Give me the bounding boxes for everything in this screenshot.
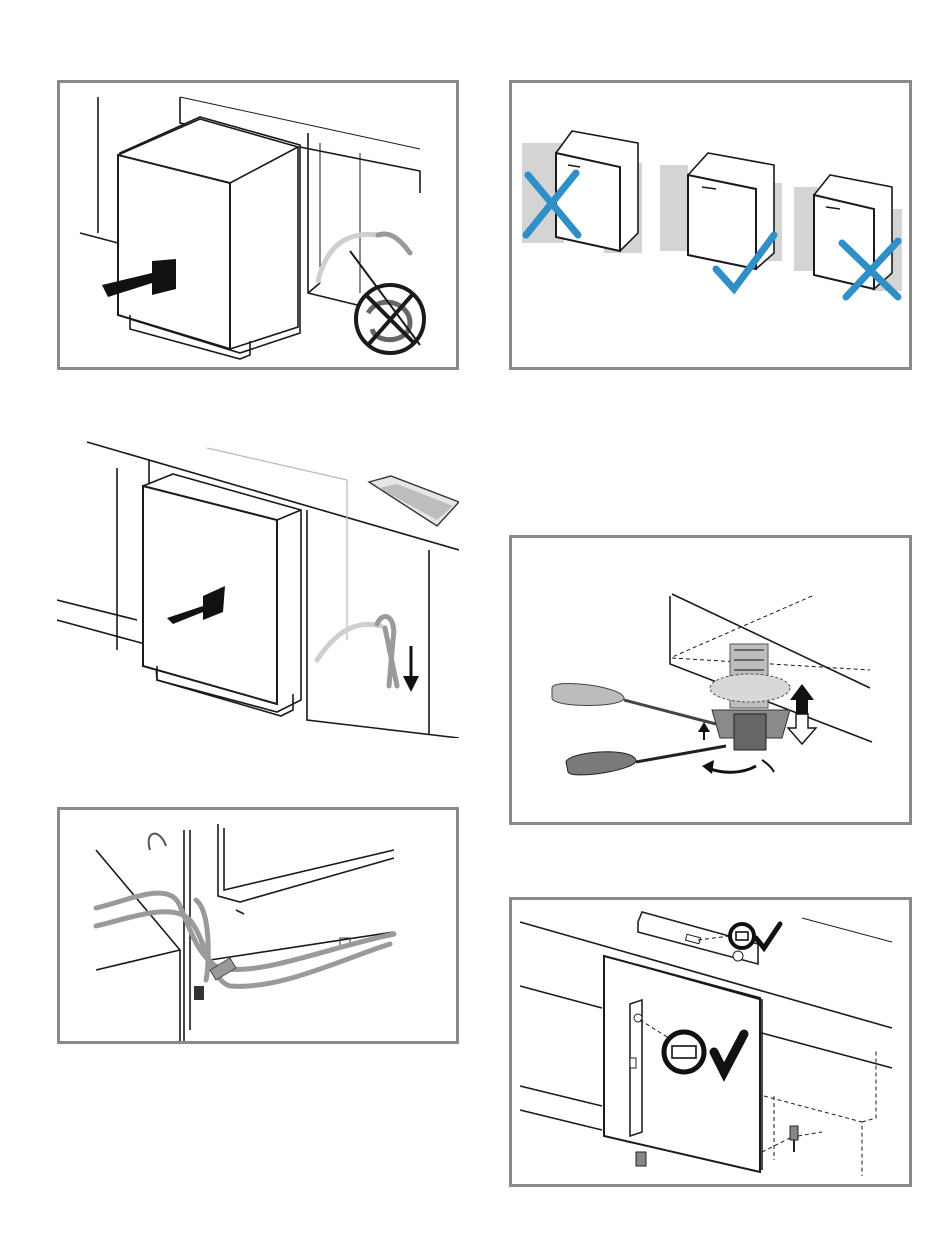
arrow-up-icon: [790, 684, 814, 714]
screwdriver-icon: [566, 746, 726, 775]
figure-push-in-hose-pulled: [57, 440, 459, 738]
figure-side-alignment: [509, 80, 912, 370]
no-hose-kink-icon: [350, 251, 424, 353]
figure-push-in: [57, 80, 459, 370]
figure-foot-adjustment: [509, 535, 912, 825]
check-mark-icon: [756, 924, 780, 948]
screwdriver-icon: [552, 683, 716, 724]
figure-hose-routing: [57, 807, 459, 1044]
rotate-icon: [708, 766, 756, 772]
figure-leveling: [509, 897, 912, 1187]
arrow-down-icon: [403, 646, 419, 692]
